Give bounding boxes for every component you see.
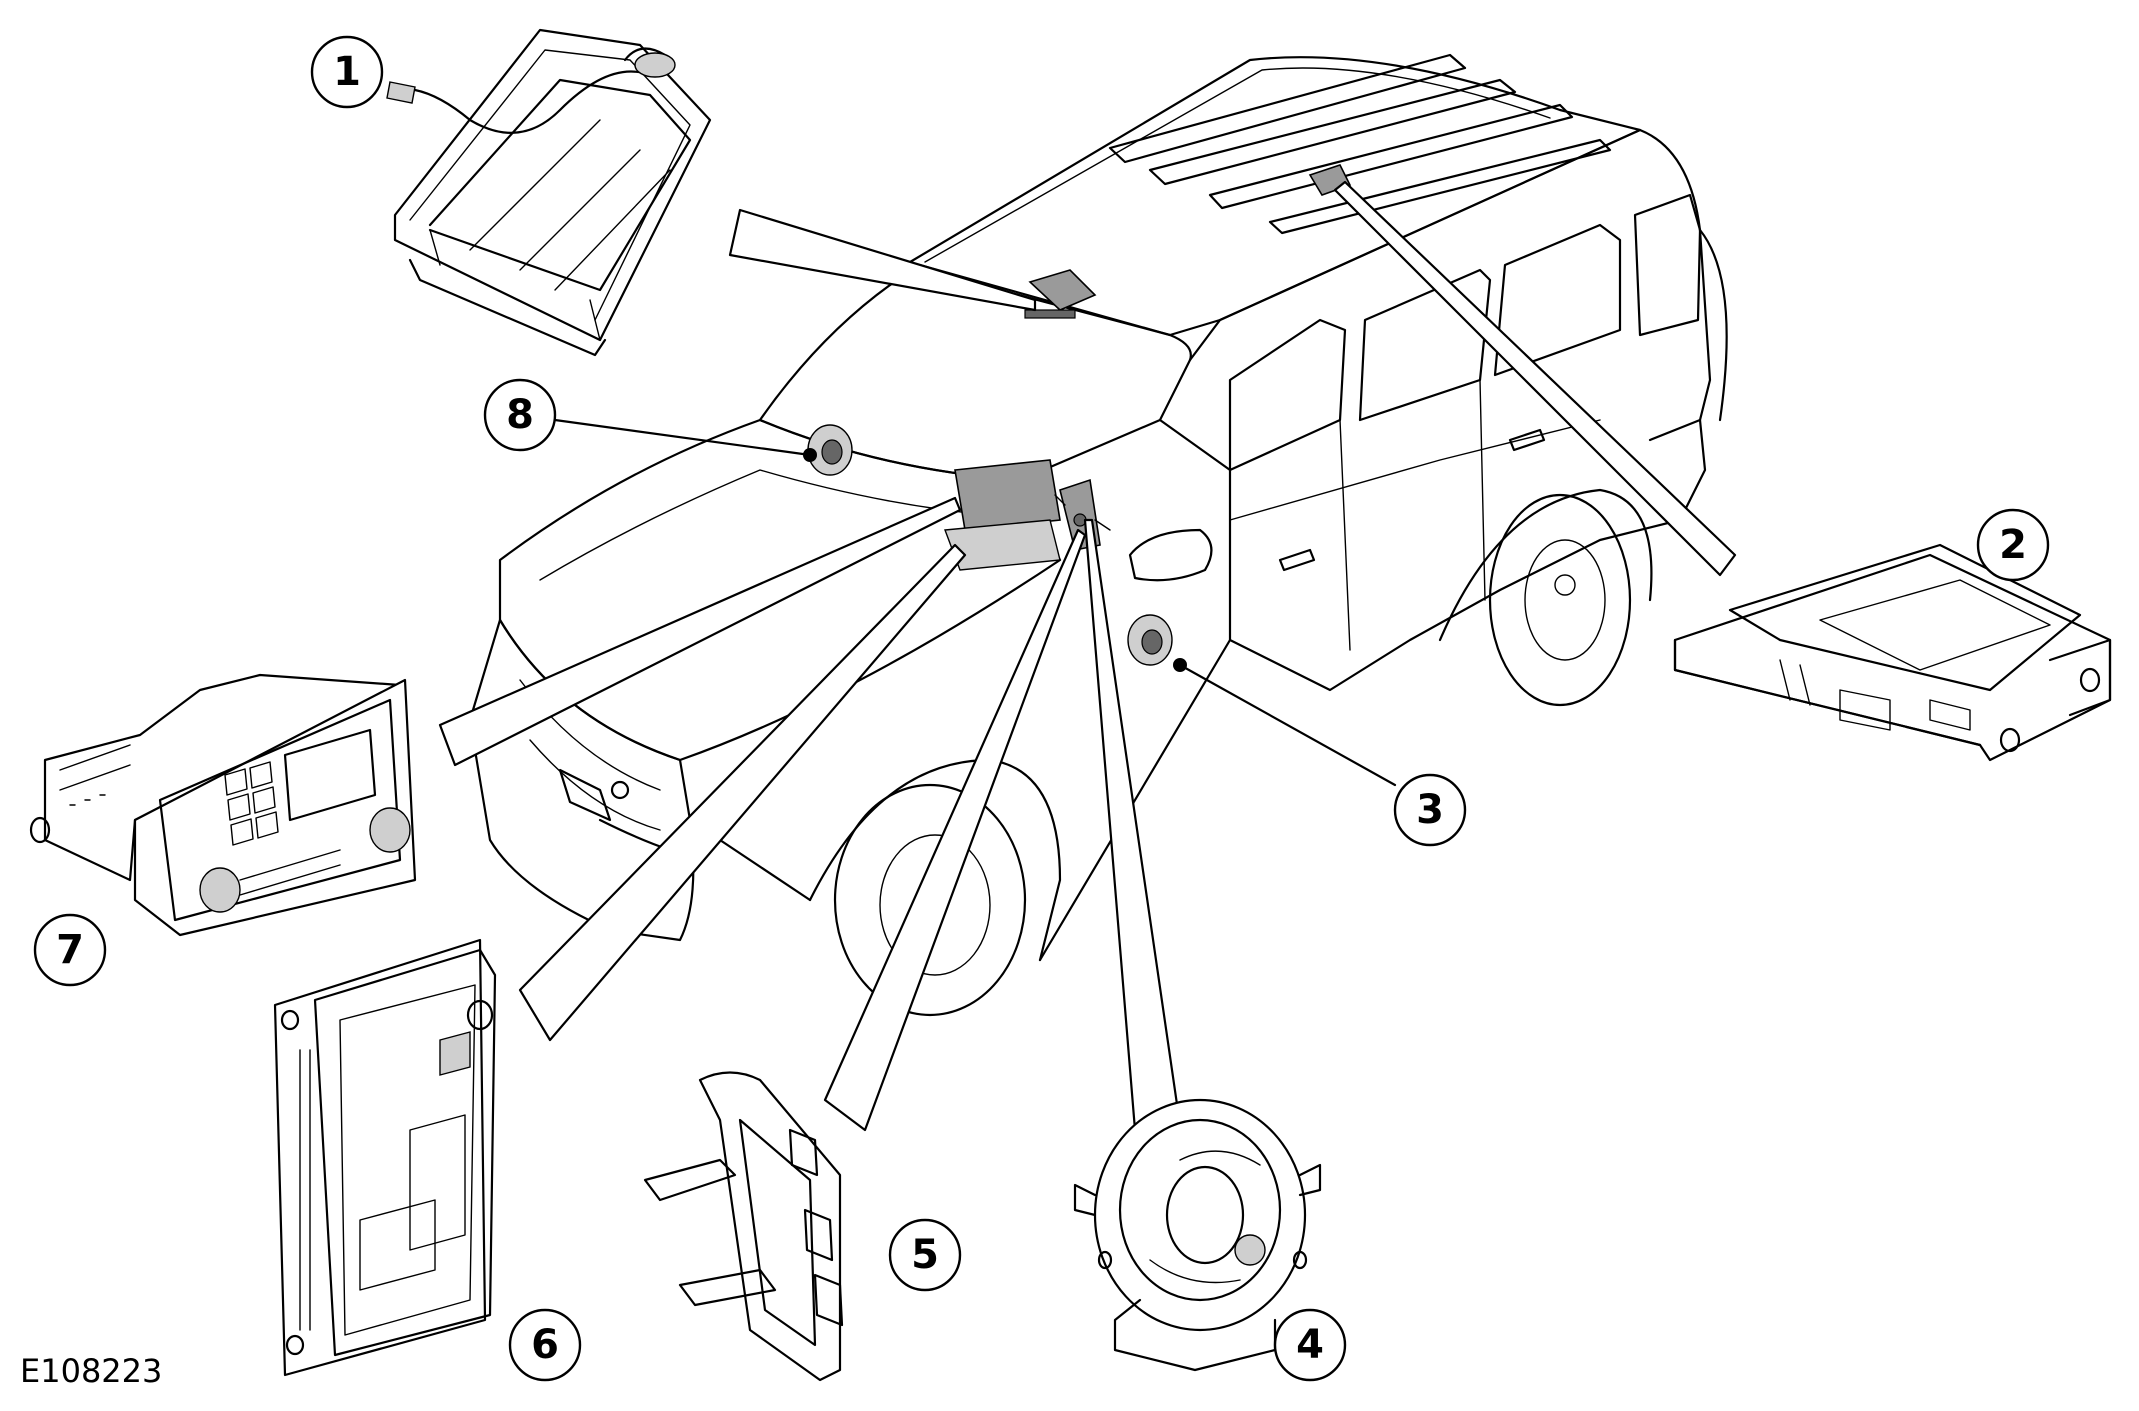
- callout-7: 7: [33, 913, 107, 987]
- svg-text:6: 6: [531, 1322, 559, 1368]
- callout-2: 2: [1976, 508, 2050, 582]
- svg-text:1: 1: [333, 49, 361, 95]
- svg-text:5: 5: [911, 1232, 939, 1278]
- detail-steering-switch-pack: [643, 1071, 844, 1382]
- figure-reference: E108223: [20, 1352, 162, 1390]
- svg-text:2: 2: [1999, 522, 2027, 568]
- detail-module: [1673, 543, 2112, 762]
- svg-text:8: 8: [506, 392, 534, 438]
- detail-rotary-coupler: [1073, 1098, 1322, 1372]
- installed-components: [807, 164, 1352, 666]
- callout-6: 6: [508, 1308, 582, 1382]
- callout-1: 1: [310, 35, 384, 109]
- svg-text:3: 3: [1416, 787, 1444, 833]
- callout-8: 8: [483, 378, 557, 452]
- leader-beams: [438, 180, 1737, 1132]
- detail-roof-console: [386, 28, 712, 357]
- detail-audio-head-unit: [29, 673, 417, 937]
- vehicle-illustration: [468, 53, 1728, 1017]
- svg-text:4: 4: [1296, 1322, 1324, 1368]
- callout-4: 4: [1273, 1308, 1347, 1382]
- detail-control-module: [273, 938, 497, 1377]
- callout-5: 5: [888, 1218, 962, 1292]
- svg-text:7: 7: [56, 927, 84, 973]
- callout-3: 3: [1393, 773, 1467, 847]
